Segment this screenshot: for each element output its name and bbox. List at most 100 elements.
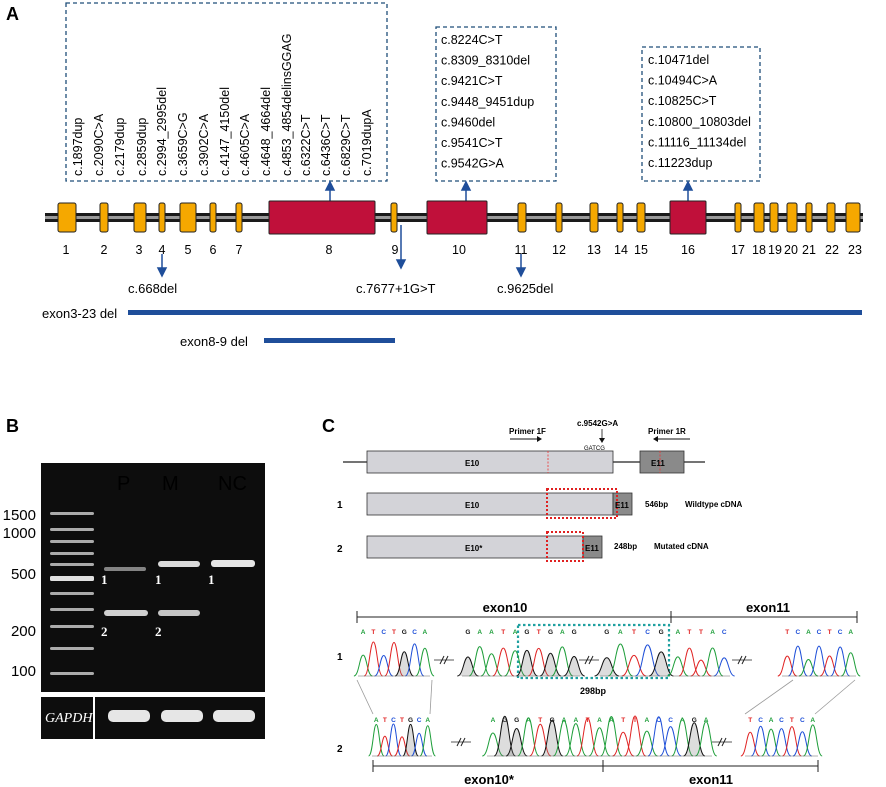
box2-variants: c.8224C>Tc.8309_8310delc.9421C>Tc.9448_9… — [441, 33, 534, 171]
variant-label: c.4147_4150del — [218, 87, 232, 176]
base-call: A — [491, 717, 496, 724]
peak — [659, 726, 682, 757]
peak — [368, 724, 385, 757]
peak — [552, 720, 576, 757]
ladder-band — [50, 592, 94, 595]
base-call: A — [675, 629, 680, 636]
ladder-band — [50, 647, 94, 650]
variant-label: c.2090C>A — [92, 113, 106, 176]
base-call: G — [548, 629, 553, 636]
base-call: C — [645, 629, 650, 636]
variant-box-2 — [435, 26, 557, 182]
exon-number: 20 — [784, 243, 798, 257]
ladder-band — [50, 540, 94, 543]
base-call: G — [572, 629, 577, 636]
peak — [771, 728, 792, 757]
exon — [826, 202, 836, 233]
variant-label: c.6829C>T — [339, 114, 353, 176]
peak — [782, 726, 802, 757]
exon — [636, 202, 646, 233]
peak — [750, 725, 771, 757]
peak — [482, 732, 504, 757]
base-call: A — [423, 629, 428, 636]
base-call: G — [659, 629, 664, 636]
ladder-200: 200 — [11, 623, 36, 640]
variant-label: c.10494C>A — [648, 74, 718, 88]
variant-c7677: c.7677+1G>T — [356, 281, 436, 296]
base-call: T — [621, 717, 625, 724]
base-call: A — [704, 717, 709, 724]
mutation-label: c.9542G>A — [577, 419, 618, 428]
svg-text:248bp: 248bp — [614, 542, 637, 551]
peak — [690, 659, 712, 677]
exon — [805, 202, 813, 233]
genomic-e11 — [639, 450, 685, 474]
base-call: T — [828, 629, 832, 636]
base-call: T — [633, 717, 637, 724]
peak — [419, 725, 436, 757]
peak — [671, 718, 694, 757]
exon — [179, 202, 197, 233]
ladder-band — [50, 576, 94, 581]
svg-text:E11: E11 — [651, 459, 665, 468]
gapdh-label-box — [41, 697, 93, 739]
peak — [493, 715, 516, 757]
exon — [209, 202, 217, 233]
peak — [529, 723, 552, 757]
peak — [480, 653, 503, 677]
exon-number: 23 — [848, 243, 862, 257]
peak — [761, 728, 781, 757]
exon-number: 18 — [752, 243, 766, 257]
svg-text:1: 1 — [337, 500, 343, 511]
peak — [740, 731, 760, 757]
exon — [268, 200, 376, 235]
peak — [798, 658, 819, 677]
exon — [769, 202, 779, 233]
peak — [363, 641, 384, 677]
base-call: T — [501, 629, 505, 636]
exon — [669, 200, 707, 235]
base-call: G — [524, 629, 529, 636]
variant-label: c.1897dup — [71, 118, 85, 176]
svg-text:Mutated cDNA: Mutated cDNA — [654, 542, 709, 551]
exon-number: 19 — [768, 243, 782, 257]
svg-text:1: 1 — [208, 572, 215, 587]
exon — [555, 202, 563, 233]
exon — [99, 202, 109, 233]
exon-number: 22 — [825, 243, 839, 257]
peak — [374, 655, 394, 677]
deleted-298bp: 298bp — [580, 686, 607, 696]
peak — [353, 654, 373, 677]
base-call: A — [645, 717, 650, 724]
peak — [635, 730, 658, 757]
cdna2-amplicon-box — [546, 531, 584, 562]
exon-number: 14 — [614, 243, 628, 257]
exon-number: 9 — [392, 243, 399, 257]
variant-label: c.2994_2995del — [155, 87, 169, 176]
cdna1-e10 — [366, 492, 614, 516]
base-call: A — [560, 629, 565, 636]
peak — [563, 656, 585, 677]
base-call: C — [417, 717, 422, 724]
panel-c-label: C — [322, 416, 335, 436]
variant-label: c.8309_8310del — [441, 54, 530, 68]
ladder-band — [50, 552, 94, 555]
base-call: A — [374, 717, 379, 724]
base-call: C — [838, 629, 843, 636]
base-call: A — [769, 717, 774, 724]
variant-label: c.9448_9451dup — [441, 95, 534, 109]
variant-label: c.11223dup — [648, 156, 712, 170]
svg-text:E10: E10 — [465, 501, 480, 510]
deletion-label-exon8-9: exon8-9 del — [180, 334, 248, 349]
primer-1r-label: Primer 1R — [648, 427, 686, 436]
exon-number: 17 — [731, 243, 745, 257]
svg-text:E10: E10 — [465, 459, 480, 468]
peak — [492, 647, 515, 677]
peak — [788, 645, 808, 677]
panel-b-gel: P M NC 1500 1000 500 200 100 1 2 1 2 1 G… — [3, 463, 265, 739]
genomic-e10 — [366, 450, 614, 474]
variant-label: c.6322C>T — [299, 114, 313, 176]
base-call: T — [632, 629, 636, 636]
peak — [504, 650, 526, 677]
